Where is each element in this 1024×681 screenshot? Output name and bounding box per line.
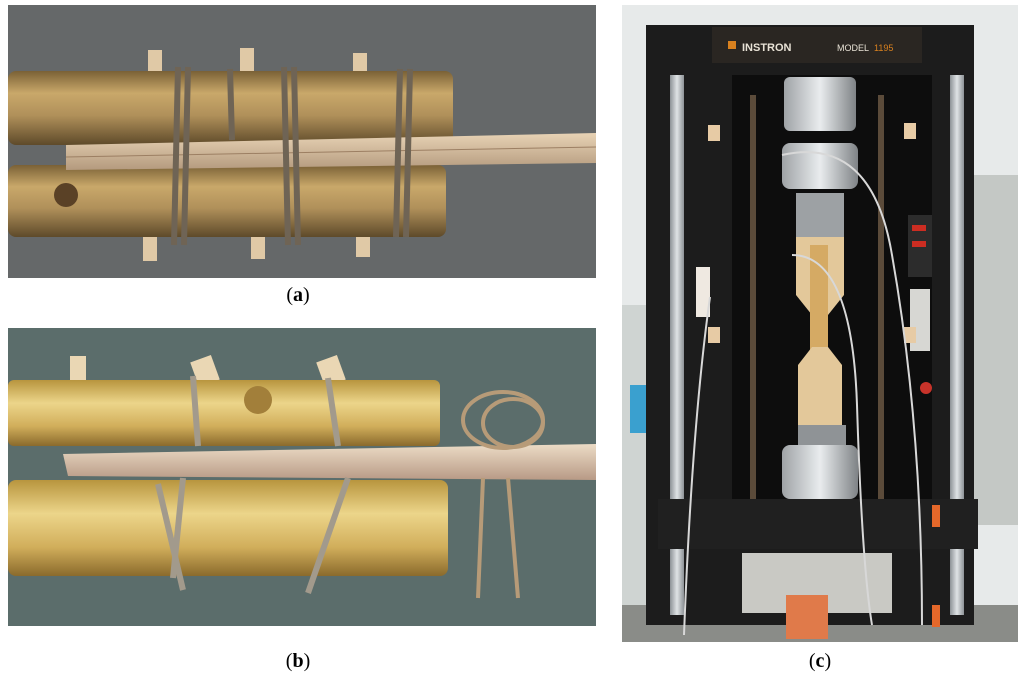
machine-model-number: 1195 bbox=[874, 43, 893, 53]
photo-panel-b bbox=[8, 328, 596, 626]
machine-model-label: MODEL bbox=[837, 43, 869, 53]
bamboo-joint-photo-a bbox=[8, 5, 596, 278]
caption-a: (a) bbox=[286, 284, 310, 306]
photo-panel-c: INSTRON MODEL 1195 bbox=[622, 5, 1018, 642]
bamboo-joint-photo-b bbox=[8, 328, 596, 626]
machine-brand: INSTRON bbox=[742, 42, 792, 54]
caption-b: (b) bbox=[285, 650, 311, 672]
photo-panel-a bbox=[8, 5, 596, 278]
testing-machine-photo-c: INSTRON MODEL 1195 bbox=[622, 5, 1018, 642]
caption-c: (c) bbox=[808, 650, 832, 672]
